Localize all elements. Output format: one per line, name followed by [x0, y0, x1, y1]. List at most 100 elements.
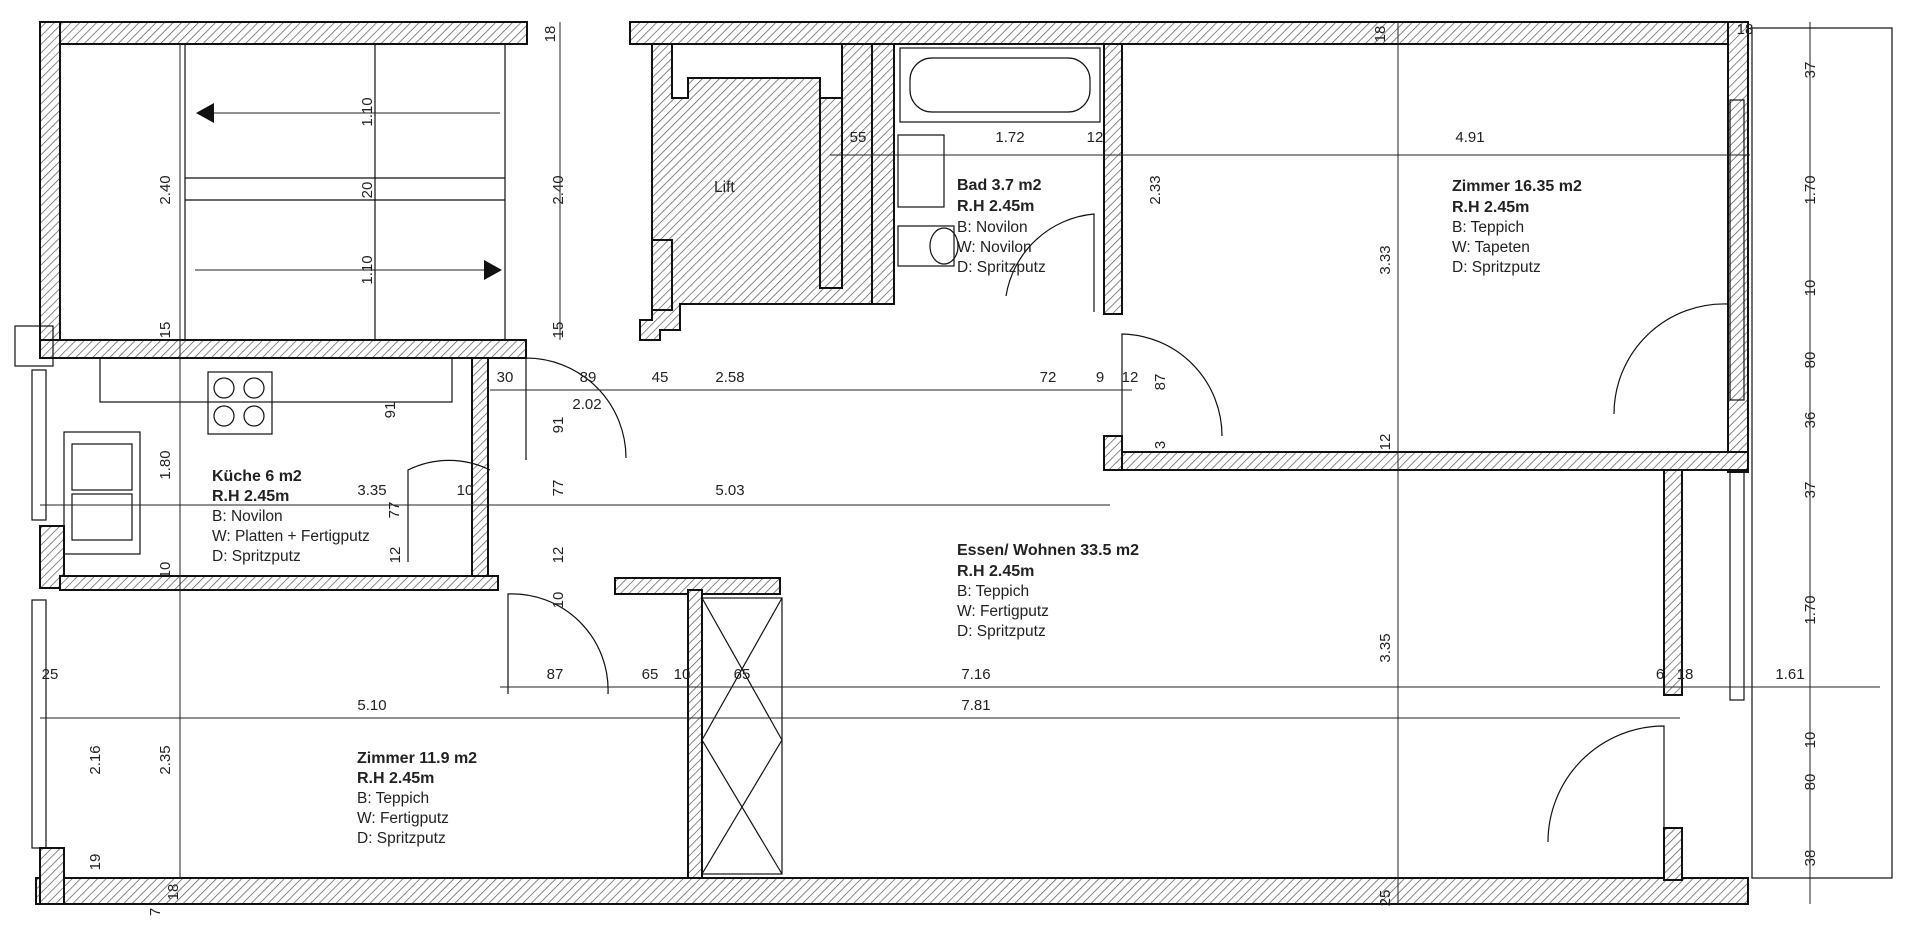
wall-column — [687, 589, 703, 879]
dimension-label: 10 — [550, 592, 567, 609]
dimension-label: 45 — [652, 369, 669, 386]
cooktop-ring-4 — [243, 405, 265, 427]
room-zimmer2-spec-2: W: Fertigputz — [357, 810, 449, 827]
room-essen-spec-2: W: Fertigputz — [957, 603, 1049, 620]
dimension-label: 2.58 — [715, 369, 744, 386]
room-zimmer2-height: R.H 2.45m — [357, 770, 434, 787]
wall-left-kitchen — [39, 525, 65, 589]
wall-bad-zimmer1-low — [1103, 435, 1123, 471]
wc — [897, 225, 955, 267]
room-essen-spec-1: B: Teppich — [957, 583, 1029, 600]
wall-top-right — [629, 21, 1749, 45]
dimension-label: 15 — [550, 322, 567, 339]
room-zimmer1-height: R.H 2.45m — [1452, 199, 1529, 216]
room-kueche-height: R.H 2.45m — [212, 488, 289, 505]
dimension-label: 25 — [1377, 890, 1394, 907]
stair-outline — [184, 43, 506, 341]
dimension-label: 12 — [387, 547, 404, 564]
dimension-label: 65 — [734, 666, 751, 683]
dimension-label: 77 — [550, 480, 567, 497]
wall-kitchen-zimmer — [59, 575, 499, 591]
dimension-label: 6 — [1656, 666, 1664, 683]
room-kueche-title: Küche 6 m2 — [212, 468, 302, 485]
lift-shaft — [639, 43, 873, 341]
kitchen-counter — [99, 357, 453, 403]
room-essen-title: Essen/ Wohnen 33.5 m2 — [957, 542, 1139, 559]
dimension-label: 9 — [1096, 369, 1104, 386]
dimension-label: 3.35 — [1377, 633, 1394, 662]
inner-lines — [14, 27, 1893, 879]
wall-right — [1727, 21, 1749, 473]
stair-arrowhead-left — [196, 103, 214, 123]
dimension-label: 65 — [642, 666, 659, 683]
door-bad — [1005, 213, 1095, 312]
dimension-label: 1.70 — [1802, 175, 1819, 204]
dimension-label: 1.10 — [359, 255, 376, 284]
dimension-label: 3 — [1152, 441, 1169, 449]
dimension-label: 18 — [1677, 666, 1694, 683]
dimension-label: 37 — [1802, 482, 1819, 499]
wall-lift-bad — [871, 43, 895, 305]
kitchen-cooktop — [207, 371, 273, 435]
dimension-label: 18 — [1372, 26, 1389, 43]
dimension-label: 7 — [147, 908, 164, 916]
room-lift-title: Lift — [714, 179, 735, 196]
dimension-label: 2.40 — [157, 175, 174, 204]
room-zimmer1-title: Zimmer 16.35 m2 — [1452, 178, 1582, 195]
dimension-label: 30 — [497, 369, 514, 386]
room-bad-title: Bad 3.7 m2 — [957, 177, 1042, 194]
dimension-label: 3.35 — [357, 482, 386, 499]
dimension-label: 80 — [1802, 774, 1819, 791]
dimension-label: 12 — [550, 547, 567, 564]
cooktop-ring-1 — [213, 377, 235, 399]
walls — [35, 21, 1749, 905]
dimension-label: 89 — [580, 369, 597, 386]
dimension-label: 5.10 — [357, 697, 386, 714]
lift-inner-right — [819, 97, 843, 289]
room-kueche-spec-3: D: Spritzputz — [212, 548, 301, 565]
dimension-label: 7.16 — [961, 666, 990, 683]
dimension-label: 19 — [87, 854, 104, 871]
dimension-label: 91 — [382, 402, 399, 419]
room-labels: Lift Bad 3.7 m2 R.H 2.45m B: Novilon W: … — [212, 177, 1582, 847]
dimension-label: 10 — [1802, 280, 1819, 297]
window-right-living — [1729, 469, 1745, 701]
door-zimmer1-window — [1613, 303, 1729, 415]
wardrobe — [701, 597, 783, 875]
door-kitchen-living — [407, 459, 491, 562]
room-kueche-spec-1: B: Novilon — [212, 508, 283, 525]
dimension-label: 4.91 — [1455, 129, 1484, 146]
dimension-label: 18 — [165, 884, 182, 901]
sink-basin-1 — [71, 443, 133, 491]
dimension-label: 10 — [157, 562, 174, 579]
window-left-kitchen — [31, 369, 47, 521]
wall-left-lower — [39, 847, 65, 905]
cooktop-ring-2 — [243, 377, 265, 399]
dimension-label: 91 — [550, 417, 567, 434]
sink-basin-2 — [71, 493, 133, 541]
dimension-label: 10 — [674, 666, 691, 683]
dimension-label: 2.40 — [550, 175, 567, 204]
bathtub-outer — [899, 47, 1101, 123]
dimension-lines — [40, 22, 1880, 904]
dimension-label: 38 — [1802, 850, 1819, 867]
dimension-label: 2.02 — [572, 396, 601, 413]
wall-kitchen-right — [471, 357, 489, 577]
wc-seat — [929, 227, 959, 265]
dimension-label: 80 — [1802, 352, 1819, 369]
dimension-label: 5.03 — [715, 482, 744, 499]
dimension-label: 12 — [1122, 369, 1139, 386]
room-zimmer1-spec-2: W: Tapeten — [1452, 239, 1530, 256]
dimension-label: 55 — [850, 129, 867, 146]
room-bad-spec-2: W: Novilon — [957, 239, 1032, 256]
bathtub-inner — [909, 57, 1091, 113]
lift-inner-left — [651, 239, 673, 311]
dimension-label: 1.72 — [995, 129, 1024, 146]
wall-top-left — [39, 21, 528, 45]
door-balcony — [1547, 725, 1665, 843]
wardrobe-x4 — [701, 739, 783, 875]
wall-left-upper — [39, 21, 61, 343]
room-bad-spec-1: B: Novilon — [957, 219, 1028, 236]
room-zimmer1-spec-1: B: Teppich — [1452, 219, 1524, 236]
